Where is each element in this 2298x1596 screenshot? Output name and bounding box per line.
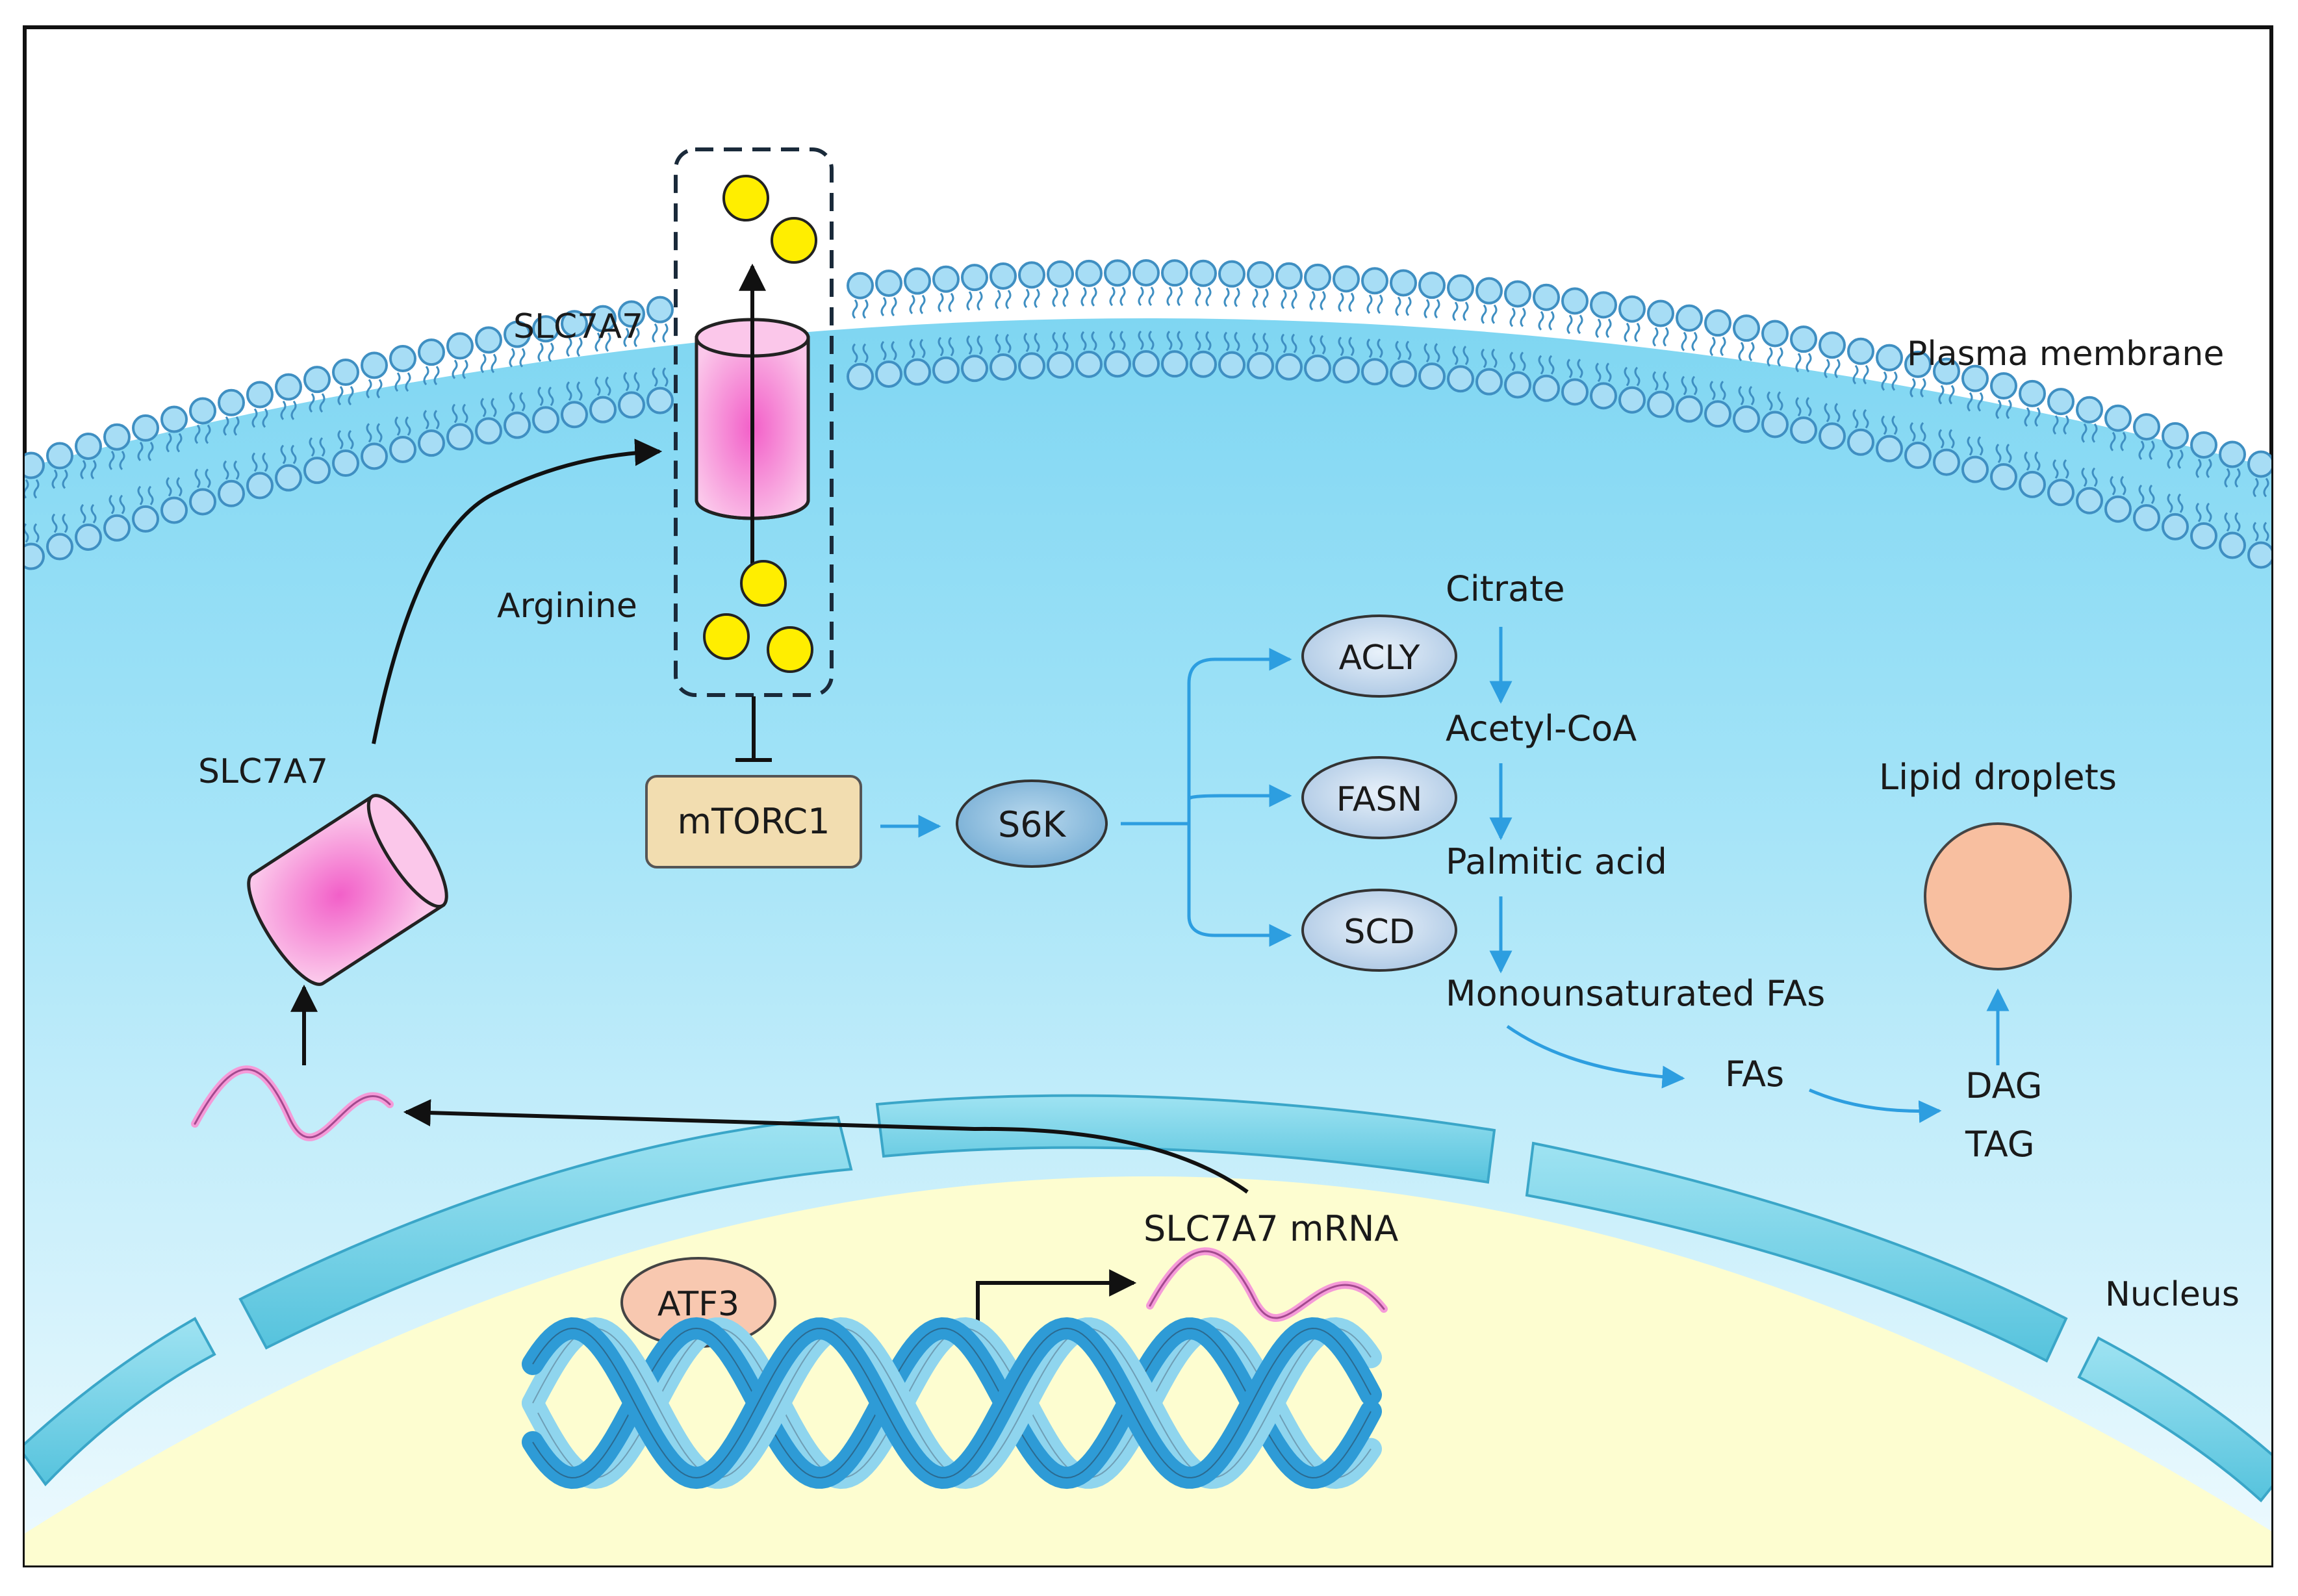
mufa-label: Monounsaturated FAs: [1446, 973, 1825, 1014]
s6k-branch-arrows: [1121, 648, 1292, 947]
nucleus-label: Nucleus: [2105, 1275, 2240, 1314]
citrate-label: Citrate: [1446, 568, 1565, 609]
fas-to-dag-arrow: [1809, 1088, 1942, 1123]
mufa-to-fas-arrow: [1506, 1024, 1685, 1089]
arginine-inhibits-mtorc1: [735, 696, 772, 762]
slc7a7-membrane-label: SLC7A7: [513, 307, 643, 346]
arginine-molecules-outside: [722, 175, 817, 264]
transcription-arrow: [976, 1269, 1137, 1338]
plasma-membrane: [25, 259, 2271, 570]
dag-label: DAG: [1965, 1065, 2042, 1106]
arginine-molecules-inside: [703, 560, 813, 673]
arginine-label: Arginine: [497, 587, 637, 626]
nuclear-mrna: [1146, 1247, 1388, 1322]
cytoplasmic-mrna: [191, 1065, 394, 1141]
cytoplasm: [25, 318, 2271, 1565]
scd-label: SCD: [1344, 913, 1414, 952]
enzyme-scd: SCD: [1301, 889, 1457, 972]
trafficking-arrow: [372, 438, 663, 744]
acly-label: ACLY: [1339, 639, 1420, 678]
lipid-droplet: [1924, 822, 2072, 970]
plasma-membrane-label: Plasma membrane: [1907, 335, 2224, 374]
enzyme-fasn: FASN: [1301, 756, 1457, 839]
arginine-transport-box: [674, 147, 834, 697]
lipid-droplets-label: Lipid droplets: [1879, 757, 2117, 798]
mrna-export-arrow: [403, 1099, 1249, 1194]
mtorc1-label: mTORC1: [678, 801, 830, 842]
tag-label: TAG: [1965, 1124, 2035, 1165]
fas-label: FAs: [1725, 1054, 1784, 1095]
slc7a7-mrna-label: SLC7A7 mRNA: [1143, 1208, 1398, 1249]
mtorc1-box: [645, 775, 862, 868]
slc7a7-transporter-cytoplasm: [247, 794, 448, 986]
fasn-label: FASN: [1336, 780, 1423, 819]
nuclear-envelope: [25, 1094, 2271, 1502]
enzyme-acly: ACLY: [1301, 614, 1457, 698]
s6k-node: [956, 779, 1108, 868]
slc7a7-cytoplasm-label: SLC7A7: [198, 752, 328, 791]
palmitic-acid-label: Palmitic acid: [1446, 841, 1667, 882]
s6k-label: S6K: [998, 804, 1067, 845]
atf3-label: ATF3: [657, 1285, 739, 1324]
acetyl-coa-label: Acetyl-CoA: [1446, 708, 1637, 749]
dna-helix: [522, 1317, 1382, 1489]
